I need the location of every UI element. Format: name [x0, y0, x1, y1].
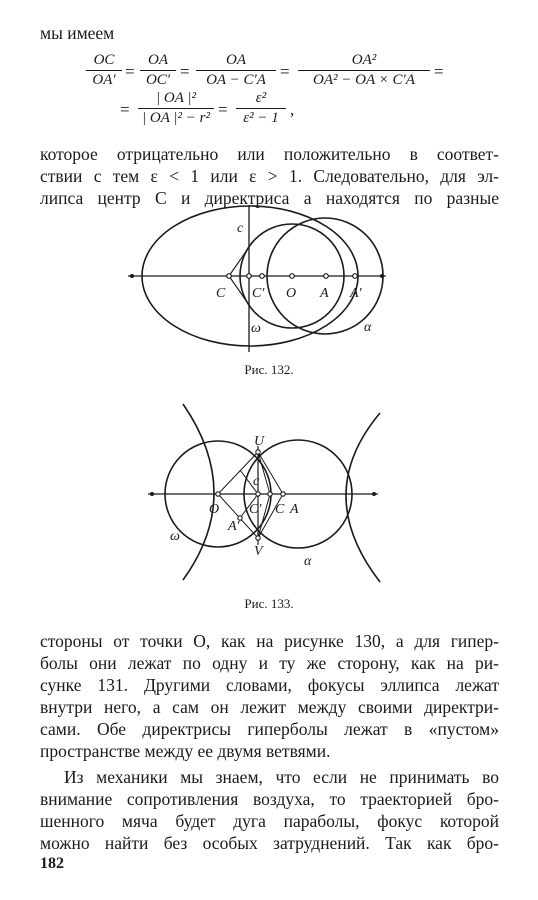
page-number: 182 — [40, 855, 64, 872]
para3-line-4: можно найти без особых затруднений. Так … — [40, 833, 499, 853]
fig132-label-alpha: α — [364, 320, 372, 335]
fig133-label-O: O — [209, 502, 219, 517]
para2-line-4: внутри него, а сам он лежит между своими… — [40, 697, 499, 717]
equals-1: = — [125, 62, 135, 81]
para2-line-1: стороны от точки O, как на рисунке 130, … — [40, 631, 499, 651]
para1-line-3: липса центр C и директриса a находятся п… — [40, 188, 499, 208]
fig133-hyperbola-left — [182, 403, 215, 581]
fig133-label-Cprime: C′ — [249, 502, 262, 517]
para3-line-2: внимание сопротивления воздуха, то траек… — [40, 789, 499, 809]
fig132-ellipse — [141, 205, 359, 347]
fraction-5-num: | OA |² — [138, 90, 214, 109]
fraction-3: OA OA − C′A — [196, 52, 276, 89]
para3-line-1: Из механики мы знаем, что если не приним… — [64, 767, 499, 787]
fig133-circle-alpha — [243, 439, 353, 549]
fig133-label-V: V — [254, 544, 264, 559]
fraction-4-num: OA² — [298, 52, 430, 71]
fig133-label-C: C — [275, 502, 285, 517]
fraction-1-den: OA′ — [92, 72, 116, 88]
fig132-label-omega: ω — [251, 321, 261, 336]
fraction-2: OA OC′ — [140, 52, 176, 89]
fraction-3-num: OA — [196, 52, 276, 71]
fraction-2-num: OA — [140, 52, 176, 71]
equals-2: = — [180, 62, 190, 81]
fraction-5: | OA |² | OA |² − r² — [138, 90, 214, 127]
para2-line-5: сами. Обе директрисы гиперболы лежат в «… — [40, 719, 499, 739]
fraction-1-num: OC — [86, 52, 122, 71]
fig133-label-A: A — [289, 502, 299, 517]
fraction-1: OC OA′ — [86, 52, 122, 89]
equation-comma: , — [290, 100, 295, 119]
fraction-6: ε² ε² − 1 — [236, 90, 286, 127]
fig133-label-Aprime: A′ — [227, 519, 241, 534]
fig133-label-alpha: α — [304, 554, 312, 569]
fraction-6-num: ε² — [236, 90, 286, 109]
figure-132: c C C′ O A A′ ω α — [128, 205, 386, 352]
intro-text: мы имеем — [40, 23, 115, 43]
fig133-label-c: c — [253, 474, 260, 489]
para3-line-3: шенного мяча будет дуга параболы, фокус … — [40, 811, 499, 831]
fig132-label-O: O — [286, 286, 296, 301]
fig132-caption: Рис. 132. — [244, 362, 294, 377]
fraction-4-den: OA² − OA × C′A — [313, 72, 415, 88]
para1-line-1: которое отрицательно или положительно в … — [40, 144, 499, 164]
fig132-label-c: c — [237, 221, 244, 236]
equals-3: = — [280, 62, 290, 81]
equals-6: = — [218, 100, 228, 119]
fraction-6-den: ε² − 1 — [243, 110, 279, 126]
fig133-caption: Рис. 133. — [244, 596, 294, 611]
fraction-3-den: OA − C′A — [206, 72, 266, 88]
fig132-circle-omega — [239, 223, 345, 329]
fig132-label-A: A — [319, 286, 329, 301]
fraction-4: OA² OA² − OA × C′A — [298, 52, 430, 89]
fraction-2-den: OC′ — [145, 72, 171, 88]
fig133-label-U: U — [254, 434, 265, 449]
fraction-5-den: | OA |² − r² — [142, 110, 210, 126]
fig133-label-omega: ω — [170, 529, 180, 544]
para2-line-3: сунке 131. Другими словами, фокусы эллип… — [40, 675, 499, 695]
fig132-label-C: C — [216, 286, 226, 301]
fig132-tangent-lines — [228, 249, 248, 303]
para2-line-2: болы они лежат по одну и ту же сторону, … — [40, 653, 499, 673]
equals-4: = — [434, 62, 444, 81]
equals-5: = — [120, 100, 130, 119]
para1-line-2: ствии с тем ε < 1 или ε > 1. Следователь… — [40, 166, 499, 186]
para2-line-6: пространстве между ее двумя ветвями. — [40, 741, 331, 761]
fig132-label-Cprime: C′ — [252, 286, 265, 301]
fig132-label-Aprime: A′ — [349, 286, 363, 301]
fig133-hyperbola-right — [345, 412, 381, 583]
